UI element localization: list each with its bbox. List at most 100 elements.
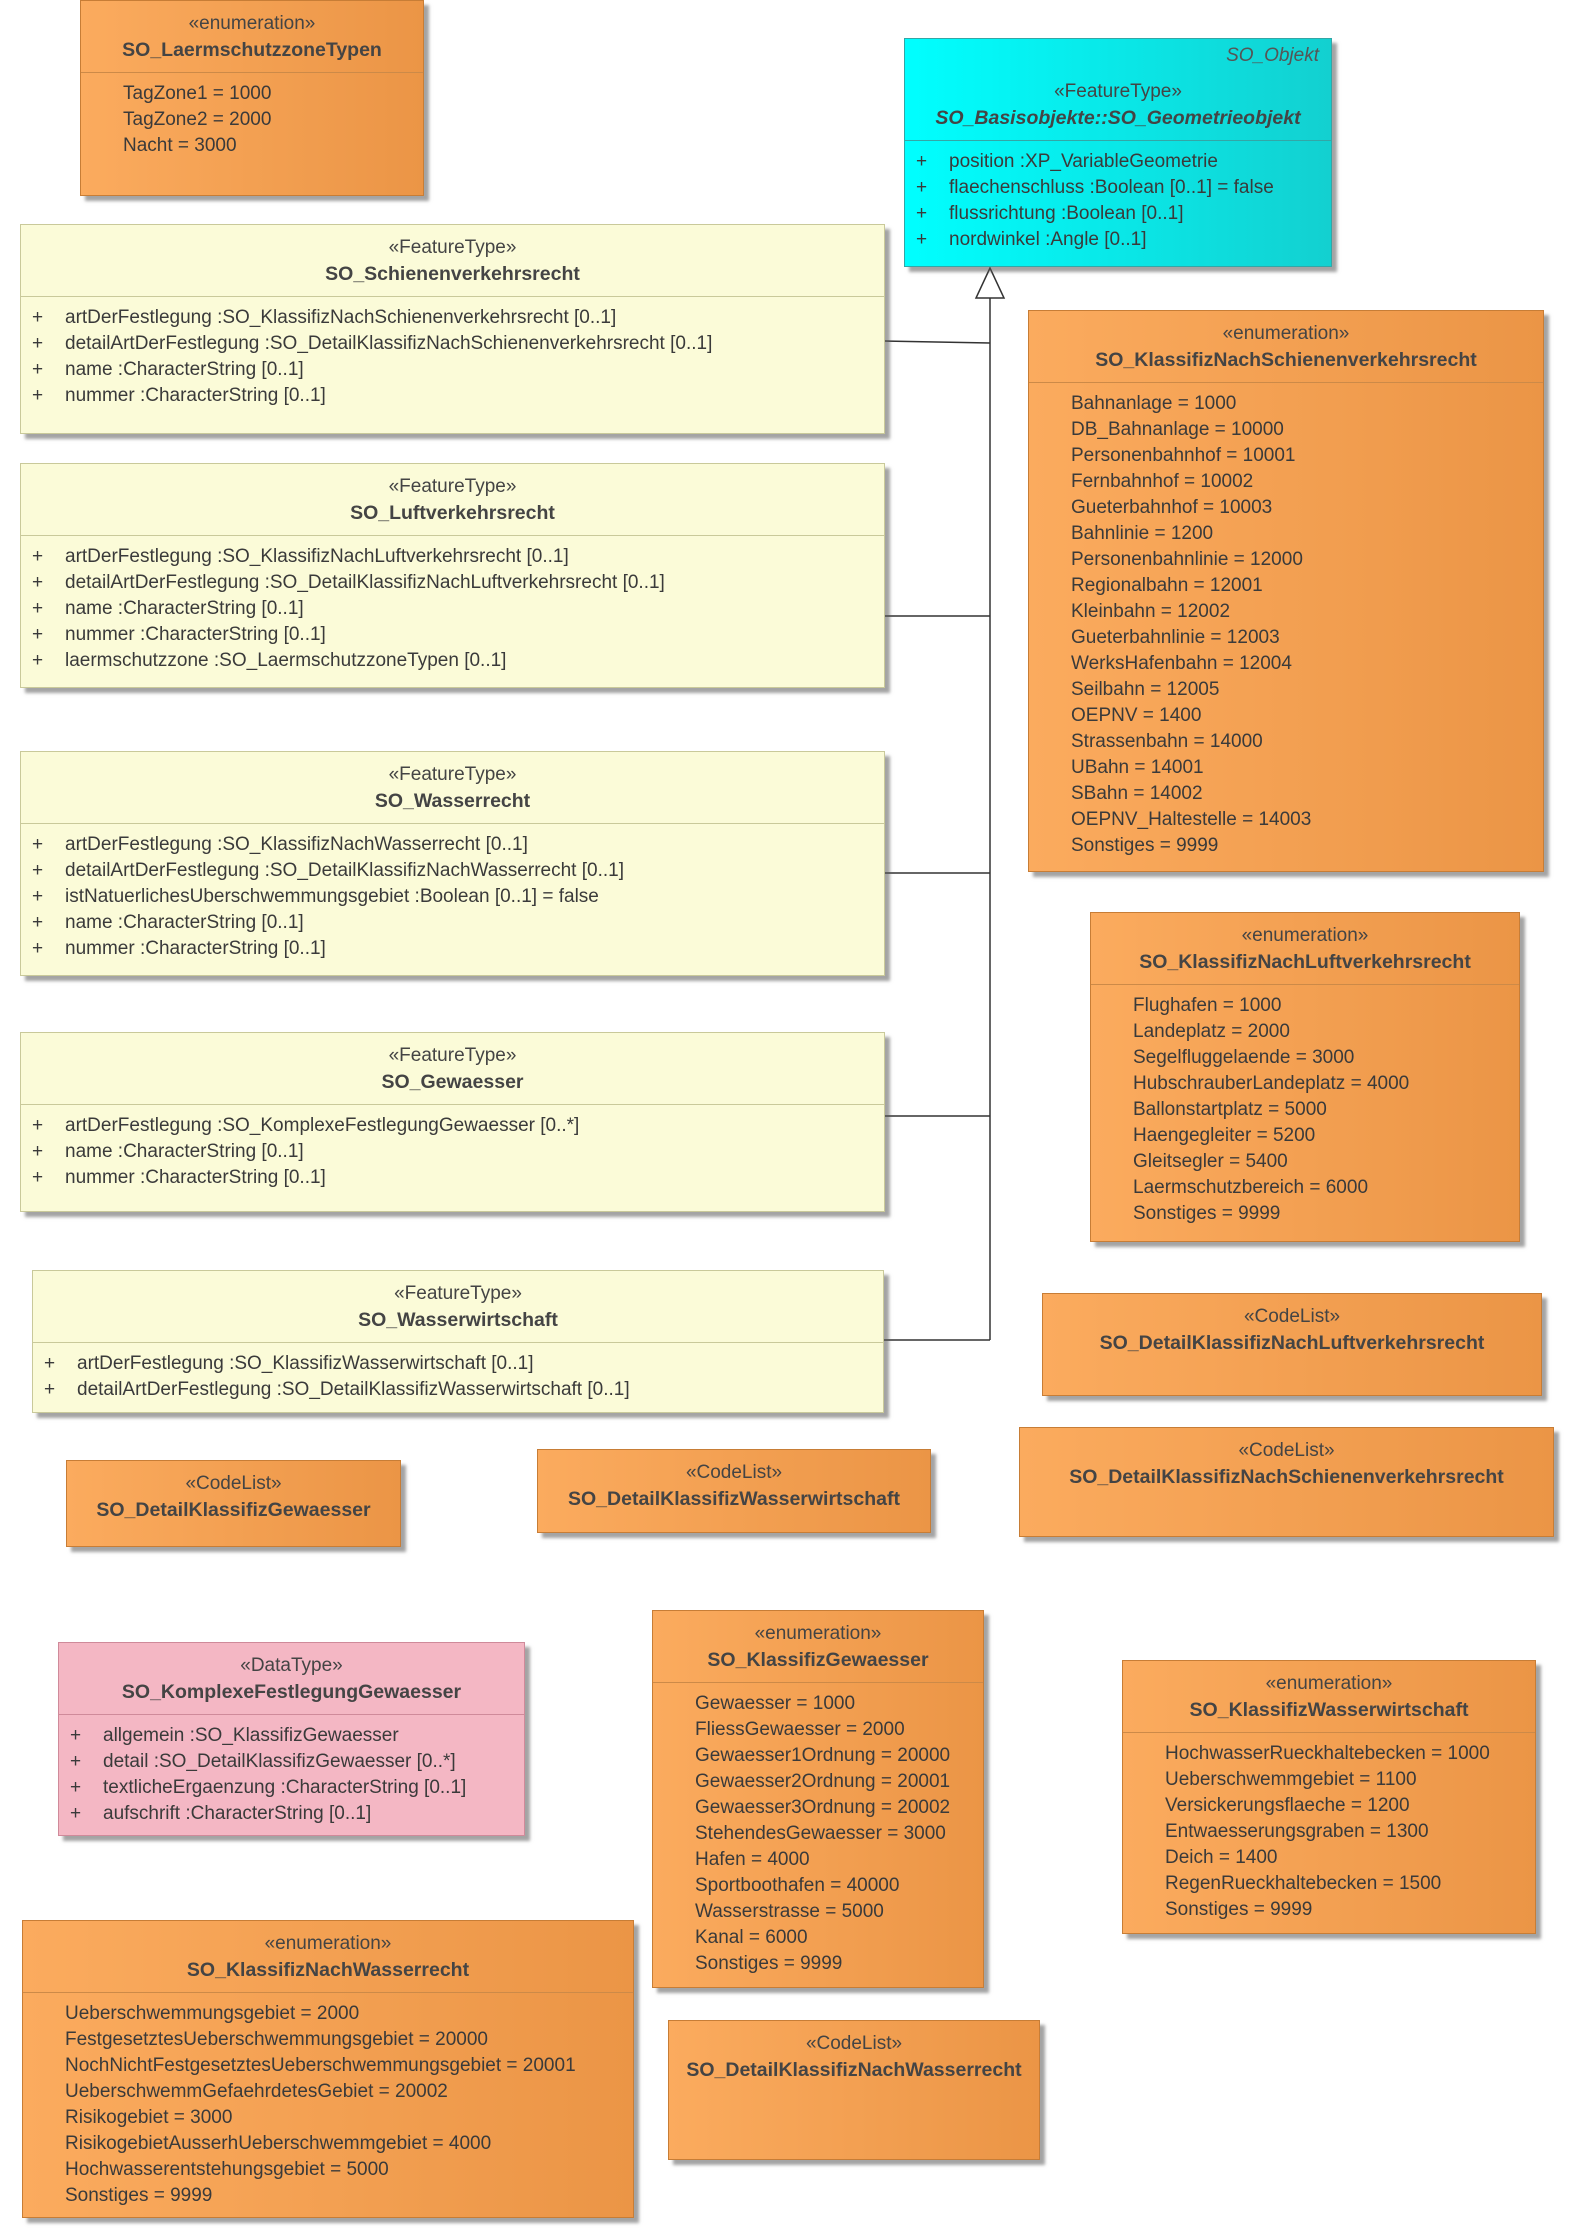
- attribute-row: +artDerFestlegung :SO_KlassifizNachLuftv…: [32, 546, 569, 567]
- stereotype-label: «CodeList»: [1238, 1440, 1335, 1461]
- enum-literal: Risikogebiet = 3000: [65, 2107, 233, 2128]
- enum-literal: Gueterbahnhof = 10003: [1071, 497, 1273, 518]
- stereotype-label: «CodeList»: [685, 1462, 783, 1483]
- attribute-row: +nummer :CharacterString [0..1]: [32, 1167, 326, 1188]
- enum-klassifiz-luftverkehrsrecht[interactable]: «enumeration» SO_KlassifizNachLuftverkeh…: [1090, 912, 1520, 1242]
- enum-literal: WerksHafenbahn = 12004: [1071, 653, 1292, 674]
- class-schienenverkehrsrecht[interactable]: «FeatureType» SO_Schienenverkehrsrecht +…: [20, 224, 885, 434]
- enum-literal: Flughafen = 1000: [1133, 995, 1282, 1016]
- enum-literal: Segelfluggelaende = 3000: [1133, 1047, 1355, 1068]
- class-wasserwirtschaft[interactable]: «FeatureType» SO_Wasserwirtschaft +artDe…: [32, 1270, 884, 1413]
- enum-literal: Fernbahnhof = 10002: [1071, 471, 1254, 492]
- attribute-row: +allgemein :SO_KlassifizGewaesser: [70, 1725, 399, 1746]
- enum-literal: OEPNV_Haltestelle = 14003: [1071, 809, 1312, 830]
- codelist-detail-wasserrecht[interactable]: «CodeList» SO_DetailKlassifizNachWasserr…: [668, 2020, 1040, 2160]
- enum-literal: Ueberschwemmungsgebiet = 2000: [65, 2003, 360, 2024]
- enum-literal: Gewaesser1Ordnung = 20000: [695, 1745, 951, 1766]
- enum-klassifiz-wasserwirtschaft[interactable]: «enumeration» SO_KlassifizWasserwirtscha…: [1122, 1660, 1536, 1934]
- enum-literal: Wasserstrasse = 5000: [695, 1901, 884, 1922]
- enum-literal: Landeplatz = 2000: [1133, 1021, 1290, 1042]
- stereotype-label: «FeatureType»: [1054, 81, 1182, 102]
- stereotype-label: «FeatureType»: [388, 237, 517, 258]
- attribute-row: +nummer :CharacterString [0..1]: [32, 938, 326, 959]
- datatype-komplexe-festlegung-gewaesser[interactable]: «DataType» SO_KomplexeFestlegungGewaesse…: [58, 1642, 525, 1836]
- stereotype-label: «FeatureType»: [388, 476, 517, 497]
- enum-literal: Kanal = 6000: [695, 1927, 808, 1948]
- enum-literal: FliessGewaesser = 2000: [695, 1719, 905, 1740]
- enum-literal: DB_Bahnanlage = 10000: [1071, 419, 1284, 440]
- class-geometrieobjekt[interactable]: SO_Objekt «FeatureType» SO_Basisobjekte:…: [904, 38, 1332, 267]
- stereotype-label: «FeatureType»: [388, 1045, 517, 1066]
- class-laermschutzzone-typen[interactable]: «enumeration» SO_LaermschutzzoneTypen Ta…: [80, 0, 424, 196]
- attribute-row: +laermschutzzone :SO_LaermschutzzoneType…: [32, 650, 507, 671]
- codelist-detail-schienenverkehrsrecht[interactable]: «CodeList» SO_DetailKlassifizNachSchiene…: [1019, 1427, 1554, 1537]
- connector-schienenverkehrsrecht: [884, 340, 991, 344]
- stereotype-label: «FeatureType»: [388, 764, 517, 785]
- attribute-row: +artDerFestlegung :SO_KomplexeFestlegung…: [32, 1115, 580, 1136]
- enum-klassifiz-schienenverkehrsrecht[interactable]: «enumeration» SO_KlassifizNachSchienenve…: [1028, 310, 1544, 872]
- enum-literal: NochNichtFestgesetztesUeberschwemmungsge…: [65, 2055, 576, 2076]
- class-name: SO_DetailKlassifizNachLuftverkehrsrecht: [1099, 1332, 1485, 1354]
- class-name: SO_Gewaesser: [381, 1071, 524, 1093]
- attribute-row: +artDerFestlegung :SO_KlassifizNachSchie…: [32, 307, 617, 328]
- enum-literal: Sportboothafen = 40000: [695, 1875, 900, 1896]
- class-name: SO_KlassifizNachWasserrecht: [186, 1959, 470, 1981]
- attribute-row: +detailArtDerFestlegung :SO_DetailKlassi…: [32, 333, 713, 354]
- attribute-row: +detailArtDerFestlegung :SO_DetailKlassi…: [32, 572, 665, 593]
- enum-literal: RisikogebietAusserhUeberschwemmgebiet = …: [65, 2133, 492, 2154]
- enum-literal: UBahn = 14001: [1071, 757, 1204, 778]
- attribute-row: +aufschrift :CharacterString [0..1]: [70, 1803, 372, 1824]
- enum-literal: Ballonstartplatz = 5000: [1133, 1099, 1327, 1120]
- enum-literal: OEPNV = 1400: [1071, 705, 1202, 726]
- enum-literal: TagZone2 = 2000: [123, 109, 272, 130]
- class-name: SO_DetailKlassifizWasserwirtschaft: [568, 1488, 900, 1510]
- enum-klassifiz-wasserrecht[interactable]: «enumeration» SO_KlassifizNachWasserrech…: [22, 1920, 634, 2218]
- enum-literal: Personenbahnhof = 10001: [1071, 445, 1296, 466]
- class-name: SO_Luftverkehrsrecht: [350, 502, 555, 524]
- enum-literal: Versickerungsflaeche = 1200: [1165, 1795, 1410, 1816]
- enum-literal: Personenbahnlinie = 12000: [1071, 549, 1303, 570]
- enum-literal: Gewaesser = 1000: [695, 1693, 856, 1714]
- class-name: SO_KlassifizNachLuftverkehrsrecht: [1139, 951, 1471, 973]
- attribute-row: +name :CharacterString [0..1]: [32, 359, 304, 380]
- enum-literal: TagZone1 = 1000: [123, 83, 272, 104]
- enum-literal: Hafen = 4000: [695, 1849, 810, 1870]
- attribute-row: +flaechenschluss :Boolean [0..1] = false: [916, 177, 1274, 198]
- attribute-row: +artDerFestlegung :SO_KlassifizNachWasse…: [32, 834, 528, 855]
- enum-literal: Regionalbahn = 12001: [1071, 575, 1263, 596]
- enum-literal: Gleitsegler = 5400: [1133, 1151, 1288, 1172]
- enum-literal: Sonstiges = 9999: [1071, 835, 1219, 856]
- enum-literal: Seilbahn = 12005: [1071, 679, 1220, 700]
- class-name: SO_DetailKlassifizNachSchienenverkehrsre…: [1069, 1466, 1504, 1488]
- enum-literal: Sonstiges = 9999: [1165, 1899, 1313, 1920]
- enum-literal: RegenRueckhaltebecken = 1500: [1165, 1873, 1442, 1894]
- attribute-row: +name :CharacterString [0..1]: [32, 912, 304, 933]
- enum-literal: Sonstiges = 9999: [65, 2185, 213, 2206]
- attribute-row: +istNatuerlichesUberschwemmungsgebiet :B…: [32, 886, 599, 907]
- class-name: SO_KlassifizGewaesser: [707, 1649, 929, 1671]
- stereotype-label: «enumeration»: [1241, 925, 1369, 946]
- class-gewaesser[interactable]: «FeatureType» SO_Gewaesser +artDerFestle…: [20, 1032, 885, 1212]
- attribute-row: +nummer :CharacterString [0..1]: [32, 624, 326, 645]
- stereotype-label: «enumeration»: [754, 1623, 882, 1644]
- stereotype-label: «CodeList»: [1243, 1306, 1341, 1327]
- stereotype-label: «enumeration»: [188, 13, 316, 34]
- stereotype-label: «DataType»: [240, 1655, 343, 1676]
- enum-literal: FestgesetztesUeberschwemmungsgebiet = 20…: [65, 2029, 488, 2050]
- attribute-row: +nordwinkel :Angle [0..1]: [916, 229, 1147, 250]
- enum-literal: Deich = 1400: [1165, 1847, 1278, 1868]
- class-luftverkehrsrecht[interactable]: «FeatureType» SO_Luftverkehrsrecht +artD…: [20, 463, 885, 688]
- enum-literal: Hochwasserentstehungsgebiet = 5000: [65, 2159, 389, 2180]
- enum-literal: HubschrauberLandeplatz = 4000: [1133, 1073, 1410, 1094]
- class-wasserrecht[interactable]: «FeatureType» SO_Wasserrecht +artDerFest…: [20, 751, 885, 976]
- codelist-detail-luftverkehrsrecht[interactable]: «CodeList» SO_DetailKlassifizNachLuftver…: [1042, 1293, 1542, 1396]
- enum-literal: Gueterbahnlinie = 12003: [1071, 627, 1280, 648]
- enum-literal: Sonstiges = 9999: [1133, 1203, 1281, 1224]
- enum-literal: Laermschutzbereich = 6000: [1133, 1177, 1369, 1198]
- codelist-detail-wasserwirtschaft[interactable]: «CodeList» SO_DetailKlassifizWasserwirts…: [537, 1449, 931, 1533]
- class-name: SO_Wasserwirtschaft: [358, 1309, 558, 1331]
- enum-klassifiz-gewaesser[interactable]: «enumeration» SO_KlassifizGewaesser Gewa…: [652, 1610, 984, 1988]
- attribute-row: +name :CharacterString [0..1]: [32, 598, 304, 619]
- class-name: SO_Schienenverkehrsrecht: [325, 263, 580, 285]
- codelist-detail-gewaesser[interactable]: «CodeList» SO_DetailKlassifizGewaesser: [66, 1460, 401, 1547]
